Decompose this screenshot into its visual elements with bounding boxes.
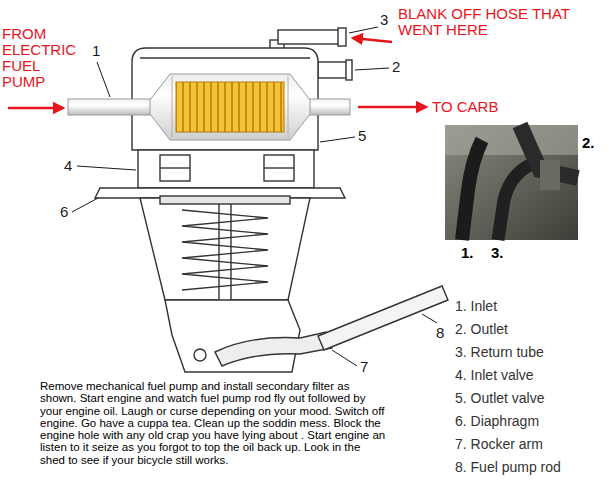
leader-line [349,27,378,33]
photo-inset [445,125,578,240]
caption-note: Remove mechanical fuel pump and install … [40,380,388,466]
photo-clamp [540,160,560,190]
photo-highlight [445,125,578,155]
filter-housing [150,74,310,140]
photo-hose [462,140,482,240]
leader-line [72,198,98,212]
photo-label: 1. [461,244,474,261]
photo-label: 3. [491,244,504,261]
part-list-entry: 7. Rocker arm [455,436,543,453]
filter-element [176,82,284,132]
part-list-entry: 3. Return tube [455,344,544,361]
leader-lines [72,27,437,366]
pivot [194,349,206,361]
callout-number: 4 [64,157,72,174]
fuel-pump-rod [318,286,448,350]
inlet-valve [160,155,190,181]
spring [182,210,268,290]
callout-number: 5 [358,127,366,144]
leader-line [97,62,110,97]
leader-line [332,350,357,366]
filter-ring [172,76,173,138]
valve-line [264,167,294,168]
part-list-entry: 2. Outlet [455,321,508,338]
top-cover [132,48,318,150]
red-annotation: FROM ELECTRIC FUEL PUMP [2,26,82,90]
red-annotation: BLANK OFF HOSE THAT WENT HERE [398,6,598,38]
outlet-tube [318,62,348,78]
filter-ring [288,76,289,138]
callout-number: 1 [92,42,100,59]
red-annotation: TO CARB [432,99,498,115]
leader-line [355,68,389,70]
diaphragm-plate [160,196,290,204]
callout-number: 7 [360,358,368,375]
return-tube [278,30,340,44]
part-list-entry: 6. Diaphragm [455,413,539,430]
valve-line [160,167,190,168]
inlet-pipe [68,99,158,115]
red-arrow [8,107,63,110]
secondary-filter [68,74,350,140]
leader-line [422,314,437,323]
return-tube-end [338,28,346,46]
callout-number: 6 [60,203,68,220]
leader-line [77,166,136,170]
callout-number: 8 [436,324,444,341]
part-list-entry: 4. Inlet valve [455,367,534,384]
callout-number: 3 [380,11,388,28]
outlet-valve [264,155,294,181]
leader-line [320,137,355,142]
red-arrow [353,38,392,42]
red-arrow [358,106,426,109]
part-list-entry: 1. Inlet [455,298,497,315]
part-list-entry: 5. Outlet valve [455,390,545,407]
callout-number: 2 [392,58,400,75]
pump-body [95,28,448,372]
part-list-entry: 8. Fuel pump rod [455,459,561,476]
valve-body [138,150,314,188]
photo-hose [498,165,530,240]
cover-line [140,57,310,58]
photo-ground [445,125,578,240]
photo-label: 2. [582,134,595,151]
rocker-arm [215,332,332,366]
outlet-tube-end [346,60,352,80]
